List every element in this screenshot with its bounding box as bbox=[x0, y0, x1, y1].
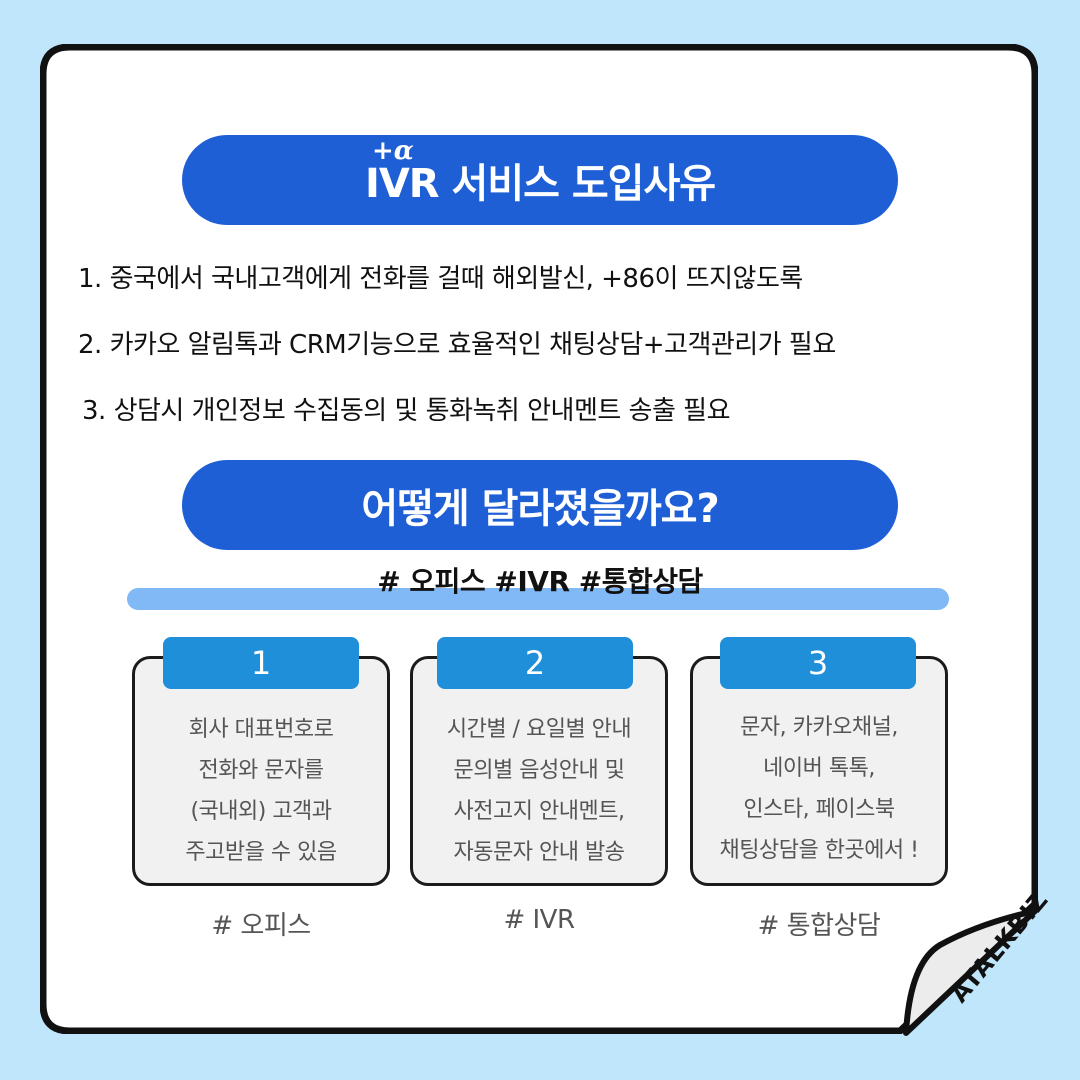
feature-card-line: 사전고지 안내멘트, bbox=[453, 799, 625, 824]
feature-number-2: 2 bbox=[437, 637, 633, 689]
feature-card-line: 채팅상담을 한곳에서 ! bbox=[719, 838, 919, 863]
feature-card-line: 시간별 / 요일별 안내 bbox=[446, 717, 632, 742]
feature-card-line: 주고받을 수 있음 bbox=[185, 840, 337, 865]
header-what-changed: 어떻게 달라졌을까요? bbox=[182, 460, 898, 550]
feature-number-1: 1 bbox=[163, 637, 359, 689]
page-fold-corner bbox=[903, 908, 1038, 1036]
feature-caption-2: # IVR bbox=[503, 905, 575, 935]
reason-2: 2. 카카오 알림톡과 CRM기능으로 효율적인 채팅상담+고객관리가 필요 bbox=[78, 330, 836, 360]
header-ivr-reasons: IVR 서비스 도입사유 bbox=[182, 135, 898, 225]
feature-card-line: (국내외) 고객과 bbox=[190, 799, 332, 824]
feature-card-1-text: 회사 대표번호로 전화와 문자를 (국내외) 고객과 주고받을 수 있음 bbox=[135, 709, 387, 873]
feature-caption-3: # 통합상담 bbox=[757, 911, 881, 941]
feature-card-1: 회사 대표번호로 전화와 문자를 (국내외) 고객과 주고받을 수 있음 bbox=[132, 656, 390, 886]
feature-card-line: 문의별 음성안내 및 bbox=[453, 758, 625, 783]
feature-card-line: 회사 대표번호로 bbox=[188, 717, 334, 742]
hashtag-line: # 오피스 #IVR #통합상담 bbox=[377, 565, 703, 598]
highlight-bar bbox=[127, 588, 949, 610]
feature-card-3: 문자, 카카오채널, 네이버 톡톡, 인스타, 페이스북 채팅상담을 한곳에서 … bbox=[690, 656, 948, 886]
feature-card-3-text: 문자, 카카오채널, 네이버 톡톡, 인스타, 페이스북 채팅상담을 한곳에서 … bbox=[693, 707, 945, 871]
feature-card-2: 시간별 / 요일별 안내 문의별 음성안내 및 사전고지 안내멘트, 자동문자 … bbox=[410, 656, 668, 886]
header-what-changed-title: 어떻게 달라졌을까요? bbox=[361, 486, 719, 532]
reason-3: 3. 상담시 개인정보 수집동의 및 통화녹취 안내멘트 송출 필요 bbox=[82, 396, 731, 426]
reason-1: 1. 중국에서 국내고객에게 전화를 걸때 해외발신, +86이 뜨지않도록 bbox=[78, 264, 803, 294]
feature-number-3: 3 bbox=[720, 637, 916, 689]
feature-card-line: 문자, 카카오채널, bbox=[740, 715, 898, 740]
feature-caption-1: # 오피스 bbox=[211, 911, 311, 941]
feature-card-line: 네이버 톡톡, bbox=[763, 756, 875, 781]
feature-card-line: 자동문자 안내 발송 bbox=[453, 840, 625, 865]
header-ivr-title: IVR 서비스 도입사유 bbox=[364, 161, 716, 207]
feature-card-line: 전화와 문자를 bbox=[198, 758, 324, 783]
alpha-superscript: +α bbox=[372, 136, 414, 166]
feature-card-2-text: 시간별 / 요일별 안내 문의별 음성안내 및 사전고지 안내멘트, 자동문자 … bbox=[413, 709, 665, 873]
feature-card-line: 인스타, 페이스북 bbox=[743, 797, 895, 822]
